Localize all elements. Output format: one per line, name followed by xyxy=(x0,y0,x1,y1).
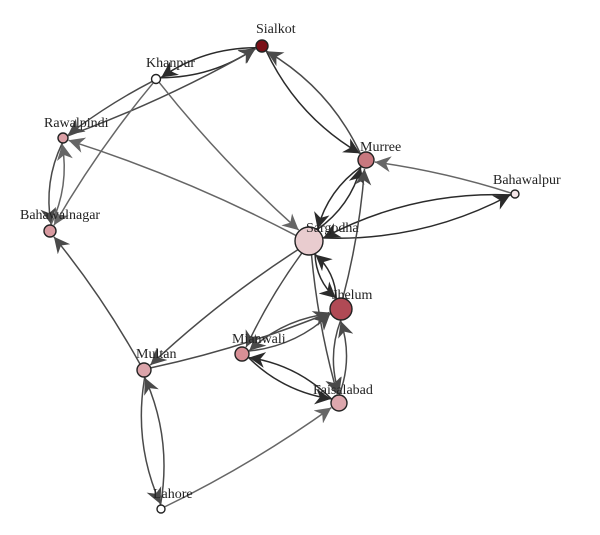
edge-multan-to-bahawalnagar xyxy=(53,236,141,365)
node-label-bahawalnagar: Bahawalnagar xyxy=(20,208,100,223)
edge-multan-to-jhelum xyxy=(150,311,330,369)
node-murree[interactable] xyxy=(357,151,375,169)
edge-lahore-to-multan xyxy=(144,377,165,506)
edge-jhelum-to-faisalabad xyxy=(326,319,342,395)
edge-khanpur-to-rawalpindi xyxy=(67,80,153,136)
node-label-khanpur: Khanpur xyxy=(146,56,195,71)
edge-rawalpindi-to-sialkot xyxy=(67,48,256,137)
edge-khanpur-to-sargodha xyxy=(158,81,300,231)
node-label-bahawalpur: Bahawalpur xyxy=(493,173,561,188)
edge-sargodha-to-multan xyxy=(149,248,299,366)
nodes-layer xyxy=(43,39,520,514)
node-label-mianwali: Mianwali xyxy=(232,332,286,347)
node-label-sialkot: Sialkot xyxy=(256,22,296,37)
node-label-lahore: Lahore xyxy=(153,487,193,502)
edge-sialkot-to-khanpur xyxy=(160,47,257,79)
node-bahawalnagar[interactable] xyxy=(43,224,57,238)
node-jhelum[interactable] xyxy=(329,297,353,321)
node-label-sargodha: Sargodha xyxy=(306,221,359,236)
edge-multan-to-lahore xyxy=(140,376,162,505)
node-khanpur[interactable] xyxy=(150,73,162,85)
node-label-multan: Multan xyxy=(136,347,176,362)
node-multan[interactable] xyxy=(136,362,152,378)
edges-layer xyxy=(40,47,512,508)
node-label-murree: Murree xyxy=(360,140,401,155)
edge-faisalabad-to-mianwali xyxy=(248,352,333,400)
edge-jhelum-to-sargodha xyxy=(314,254,338,300)
node-sialkot[interactable] xyxy=(255,39,269,53)
node-rawalpindi[interactable] xyxy=(57,132,69,144)
edge-lahore-to-faisalabad xyxy=(164,406,332,508)
edge-bahawalpur-to-murree xyxy=(374,156,512,194)
node-mianwali[interactable] xyxy=(234,346,250,362)
edge-bahawalpur-to-sargodha xyxy=(323,193,512,239)
edge-jhelum-to-murree xyxy=(342,168,372,299)
edge-bahawalnagar-to-rawalpindi xyxy=(50,143,73,226)
edge-khanpur-to-bahawalnagar xyxy=(53,82,154,226)
node-label-jhelum: Jhelum xyxy=(332,288,373,303)
node-label-faisalabad: Faisalabad xyxy=(313,383,373,398)
node-label-rawalpindi: Rawalpindi xyxy=(44,116,109,131)
edge-sargodha-to-bahawalpur xyxy=(322,194,511,239)
edge-sialkot-to-murree xyxy=(265,50,361,155)
node-lahore[interactable] xyxy=(156,504,166,514)
edge-sargodha-to-rawalpindi xyxy=(68,137,297,237)
node-faisalabad[interactable] xyxy=(330,394,348,412)
node-sargodha[interactable] xyxy=(294,226,324,256)
edge-murree-to-sargodha xyxy=(314,165,362,229)
edge-sargodha-to-jhelum xyxy=(314,253,337,299)
edge-sargodha-to-faisalabad xyxy=(310,254,341,395)
labels-layer: SialkotKhanpurRawalpindiMurreeBahawalpur… xyxy=(20,22,561,502)
node-bahawalpur[interactable] xyxy=(510,189,520,199)
edge-murree-to-sialkot xyxy=(266,50,362,155)
